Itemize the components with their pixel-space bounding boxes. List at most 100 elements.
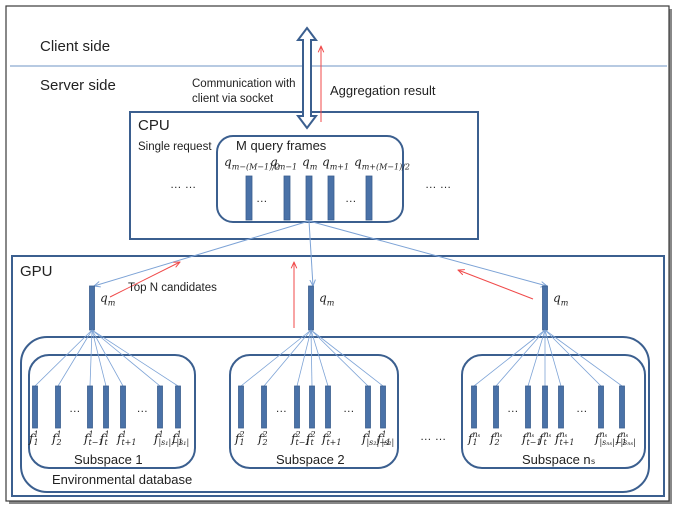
top-n-candidates-label: Top N candidates (128, 282, 217, 294)
feature-bar (619, 385, 625, 429)
feature-label-superscript: nₛ (543, 430, 552, 439)
feature-bar (558, 385, 564, 429)
feature-label-superscript: nₛ (526, 430, 535, 439)
feature-label-subscript: t−1 (295, 438, 311, 447)
query-frame-label: qm (302, 156, 317, 171)
feature-bar (294, 385, 300, 429)
cpu-inner-ellipsis-2: … (345, 193, 357, 205)
feature-label-subscript: t (543, 438, 547, 447)
feature-label-base: f (595, 431, 600, 446)
cpu-inner-ellipsis-1: … (256, 193, 268, 205)
feature-label-superscript: nₛ (472, 430, 481, 439)
query-frame-label-subscript: m−1 (277, 162, 298, 172)
gpu-query-bar (542, 285, 548, 331)
query-frame-bar (305, 175, 313, 221)
subspace-2-box (229, 354, 399, 469)
feature-label-superscript: 1 (104, 430, 110, 439)
feature-ellipsis: … (507, 403, 519, 415)
feature-label-subscript: t+1 (559, 438, 575, 447)
feature-label-base: f (616, 431, 621, 446)
distribution-link (308, 220, 547, 286)
gpu-title: GPU (20, 263, 53, 280)
feature-bar (542, 385, 548, 429)
top-n-return-arrow-3 (458, 270, 534, 300)
feature-bar (493, 385, 499, 429)
cpu-right-ellipsis: … … (425, 179, 452, 191)
feature-label-base: f (468, 431, 473, 446)
query-frame-label: qm−(M−1)/2 (224, 156, 280, 171)
query-frames-title: M query frames (236, 138, 327, 153)
gpu-query-label: qm (100, 292, 115, 307)
query-frame-label-subscript: m (309, 162, 318, 172)
feature-label-subscript: 2 (494, 438, 500, 447)
environmental-database-label: Environmental database (52, 472, 193, 487)
socket-communication-arrow (296, 26, 318, 130)
feature-bar (120, 385, 126, 429)
feature-label-superscript: 1 (176, 430, 182, 439)
feature-bars (32, 385, 625, 429)
query-frame-label-base: q (302, 155, 310, 169)
feature-link (91, 329, 179, 387)
query-frame-label-subscript: m+1 (329, 162, 350, 172)
feature-bar (325, 385, 331, 429)
feature-label-subscript: |sₙₛ| (620, 438, 636, 447)
feature-label-superscript: nₛ (559, 430, 568, 439)
aggregation-result-label: Aggregation result (330, 83, 436, 98)
feature-label-superscript: nₛ (620, 430, 629, 439)
feature-label-superscript: 1 (33, 430, 39, 439)
query-frame-bar (245, 175, 253, 221)
distribution-link (94, 220, 310, 286)
feature-link (296, 329, 312, 387)
query-frame-label-base: q (224, 155, 232, 169)
feature-bar (380, 385, 386, 429)
feature-link (91, 329, 161, 387)
distribution-links (94, 220, 547, 286)
server-side-label: Server side (40, 77, 116, 94)
gpu-query-label-base: q (553, 291, 561, 305)
cpu-left-ellipsis: … … (170, 179, 197, 191)
gpu-query-label-base: q (100, 291, 108, 305)
distribution-link (308, 220, 313, 286)
subspace-name: Subspace nₛ (522, 452, 596, 467)
feature-bar (365, 385, 371, 429)
query-frame-label-base: q (270, 155, 278, 169)
feature-label-subscript: t−1 (88, 438, 104, 447)
feature-link (544, 329, 623, 387)
gpu-query-bar (89, 285, 95, 331)
feature-bar (55, 385, 61, 429)
feature-label-base: f (291, 431, 296, 446)
gpu-query-label-base: q (319, 291, 327, 305)
query-frame-label: qm+1 (322, 156, 349, 171)
feature-label-superscript: 2 (262, 430, 268, 439)
gpu-query-label: qm (553, 292, 568, 307)
environmental-database-box (20, 336, 650, 493)
feature-label-superscript: 2 (239, 430, 245, 439)
query-frame-label-subscript: m+(M−1)/2 (361, 162, 410, 172)
feature-link (310, 329, 329, 387)
query-frame-label-base: q (322, 155, 330, 169)
feature-link (89, 329, 93, 387)
gpu-query-label-subscript: m (107, 298, 116, 308)
feature-label-base: f (117, 431, 122, 446)
socket-label-line2: client via socket (192, 93, 274, 105)
gpu-query-label-subscript: m (560, 298, 569, 308)
query-frame-bar (327, 175, 335, 221)
feature-ellipsis: … (69, 403, 81, 415)
feature-link (544, 329, 562, 387)
feature-label-base: f (306, 431, 311, 446)
query-frame-label: qm+(M−1)/2 (354, 156, 410, 171)
feature-link (263, 329, 312, 387)
feature-label-subscript: |s₁| (176, 438, 190, 447)
feature-label-superscript: 2 (310, 430, 316, 439)
subspace-ellipsis: … … (420, 431, 447, 443)
query-frame-label-base: q (354, 155, 362, 169)
